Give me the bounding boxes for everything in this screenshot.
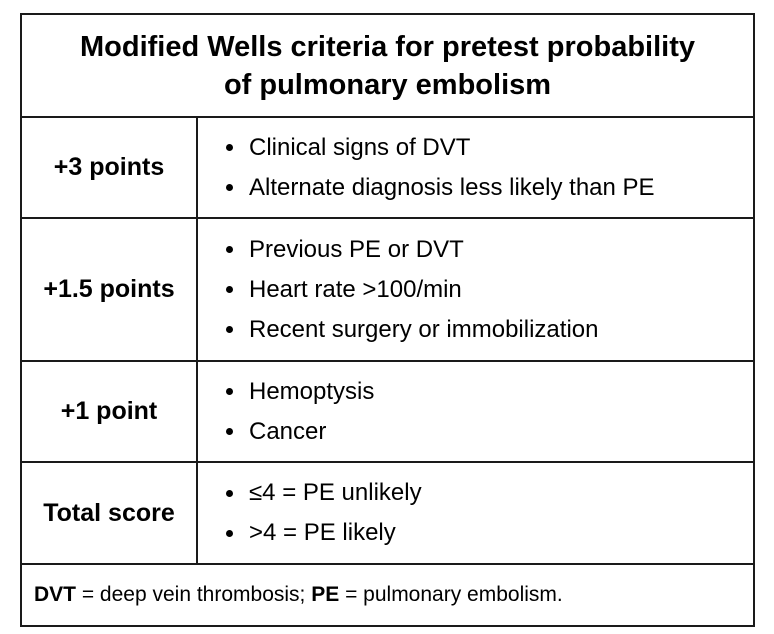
row-items: ≤4 = PE unlikely >4 = PE likely bbox=[198, 463, 753, 563]
row-items: Clinical signs of DVT Alternate diagnosi… bbox=[198, 118, 753, 217]
table-row-total-score: Total score ≤4 = PE unlikely >4 = PE lik… bbox=[22, 463, 753, 565]
row-items: Hemoptysis Cancer bbox=[198, 362, 753, 461]
bullet-icon bbox=[226, 388, 233, 395]
list-item: Alternate diagnosis less likely than PE bbox=[222, 168, 753, 208]
row-label: +3 points bbox=[22, 118, 198, 217]
row-label: +1.5 points bbox=[22, 219, 198, 360]
row-items: Previous PE or DVT Heart rate >100/min R… bbox=[198, 219, 753, 360]
table-title: Modified Wells criteria for pretest prob… bbox=[22, 15, 753, 118]
footnote-abbr-pe: PE bbox=[311, 583, 340, 606]
table-row-1-point: +1 point Hemoptysis Cancer bbox=[22, 362, 753, 463]
list-item: Heart rate >100/min bbox=[222, 270, 753, 310]
bullet-icon bbox=[226, 326, 233, 333]
wells-criteria-table: Modified Wells criteria for pretest prob… bbox=[20, 13, 755, 627]
bullet-icon bbox=[226, 286, 233, 293]
list-item: Recent surgery or immobilization bbox=[222, 310, 753, 350]
bullet-icon bbox=[226, 144, 233, 151]
bullet-icon bbox=[226, 489, 233, 497]
footnote-def-dvt: = deep vein thrombosis; bbox=[76, 583, 312, 606]
footnote-abbr-dvt: DVT bbox=[34, 583, 76, 606]
list-item: Cancer bbox=[222, 412, 753, 452]
table-row-3-points: +3 points Clinical signs of DVT Alternat… bbox=[22, 118, 753, 219]
title-line-1: Modified Wells criteria for pretest prob… bbox=[79, 30, 696, 63]
title-line-2: of pulmonary embolism bbox=[223, 68, 552, 101]
bullet-icon bbox=[226, 184, 233, 191]
list-item: Previous PE or DVT bbox=[222, 230, 753, 270]
list-item: Clinical signs of DVT bbox=[222, 128, 753, 168]
list-item: ≤4 = PE unlikely bbox=[222, 473, 753, 513]
list-item: >4 = PE likely bbox=[222, 513, 753, 553]
bullet-icon bbox=[226, 428, 233, 435]
row-label: Total score bbox=[22, 463, 198, 563]
table-row-1-5-points: +1.5 points Previous PE or DVT Heart rat… bbox=[22, 219, 753, 362]
bullet-icon bbox=[226, 529, 233, 537]
list-item: Hemoptysis bbox=[222, 372, 753, 412]
table-footnote: DVT = deep vein thrombosis; PE = pulmona… bbox=[22, 565, 753, 625]
row-label: +1 point bbox=[22, 362, 198, 461]
footnote-def-pe: = pulmonary embolism. bbox=[339, 583, 563, 606]
bullet-icon bbox=[226, 246, 233, 253]
